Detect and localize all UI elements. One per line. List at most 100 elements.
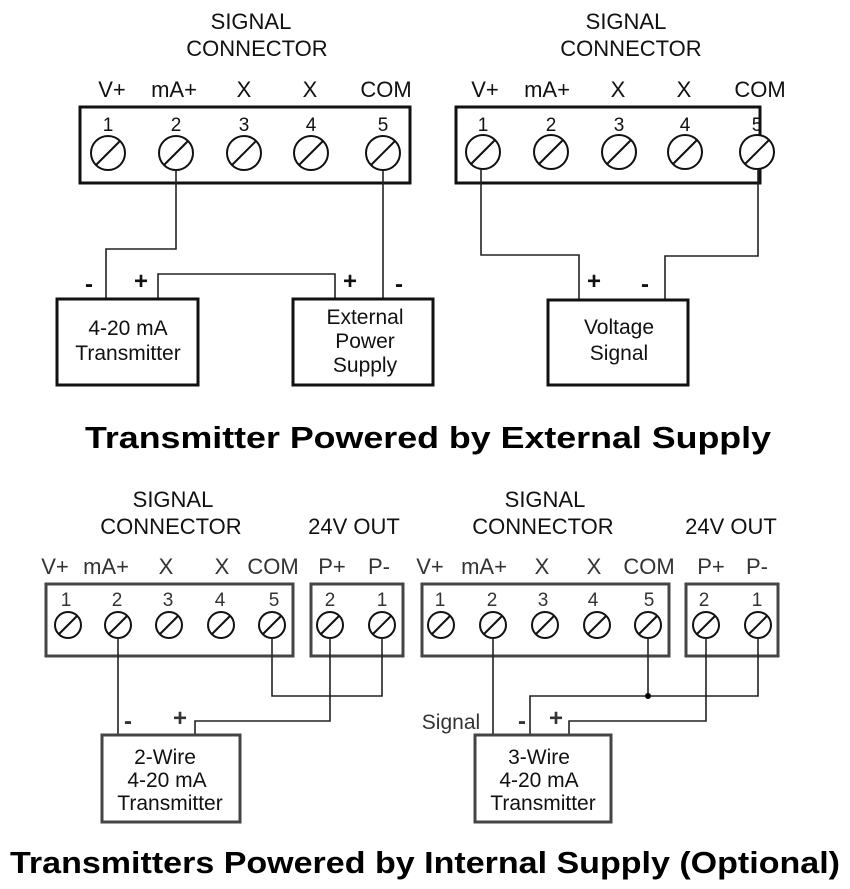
out-header: 24V OUT [308, 514, 400, 539]
terminal-screw-icon[interactable] [692, 611, 720, 639]
polarity-minus: - [641, 271, 649, 298]
transmitter-label-line3: Transmitter [490, 792, 595, 815]
connector-header-line1: SIGNAL [586, 9, 667, 34]
terminal-number: 1 [435, 590, 446, 611]
terminal-screw-icon[interactable] [601, 134, 637, 170]
terminal-label-x2: X [215, 554, 230, 579]
external-supply-box [291, 297, 435, 387]
terminal-screw-icon[interactable] [316, 611, 344, 639]
terminal-screw-icon[interactable] [155, 611, 183, 639]
3wire-transmitter-box [473, 733, 613, 824]
polarity-minus: - [85, 271, 93, 298]
terminal-screw-icon[interactable] [365, 135, 401, 171]
terminal-screw-icon[interactable] [158, 135, 194, 171]
diagram-external-mA: SIGNAL CONNECTOR V+ mA+ X X COM 1 2 3 4 … [55, 9, 435, 387]
terminal-label-x2: X [587, 554, 602, 579]
wire-pplus-to-transmitter-plus [568, 638, 707, 735]
terminal-screw-icon[interactable] [226, 135, 262, 171]
terminal-number: 2 [112, 590, 123, 611]
terminal-label-com: COM [360, 77, 411, 102]
supply-label-line1: External [326, 306, 403, 329]
terminal-number: 4 [215, 590, 226, 611]
terminal-number: 3 [239, 115, 250, 136]
terminal-number: 4 [680, 115, 691, 136]
transmitter-label-line1: 2-Wire [134, 746, 196, 769]
terminal-screw-icon[interactable] [667, 134, 703, 170]
terminal-number: 5 [644, 590, 655, 611]
terminal-label-pminus: P- [746, 554, 768, 579]
transmitter-label-line2: Transmitter [75, 342, 180, 365]
voltage-signal-label-line2: Signal [590, 342, 648, 365]
terminal-screw-icon[interactable] [207, 611, 235, 639]
terminal-number: 3 [614, 115, 625, 136]
connector-header-line2: CONNECTOR [472, 514, 613, 539]
terminal-screw-icon[interactable] [90, 135, 126, 171]
terminal-label-pminus: P- [368, 554, 390, 579]
polarity-plus: + [343, 268, 357, 295]
terminal-number: 1 [61, 590, 72, 611]
terminal-number: 1 [478, 115, 489, 136]
terminal-screw-icon[interactable] [531, 611, 559, 639]
terminal-screw-icon[interactable] [368, 611, 396, 639]
polarity-minus: - [124, 708, 132, 735]
transmitter-label-line2: 4-20 mA [127, 769, 206, 792]
terminal-label-x1: X [535, 554, 550, 579]
polarity-minus: - [395, 271, 403, 298]
terminal-number: 1 [377, 590, 388, 611]
wire-vplus-to-signal-plus [480, 169, 580, 299]
terminal-screw-icon[interactable] [427, 611, 455, 639]
terminal-screw-icon[interactable] [744, 611, 772, 639]
polarity-minus: - [518, 708, 526, 735]
terminal-label-maplus: mA+ [151, 77, 197, 102]
signal-label: Signal [422, 711, 480, 734]
section-title-external: Transmitter Powered by External Supply [85, 420, 772, 455]
terminal-label-x1: X [611, 77, 626, 102]
terminal-number: 2 [699, 590, 710, 611]
terminal-label-pplus: P+ [318, 554, 346, 579]
terminal-label-x2: X [303, 77, 318, 102]
wire-pminus-to-transmitter-minus [529, 638, 759, 735]
section-title-internal: Transmitters Powered by Internal Supply … [10, 845, 840, 880]
terminal-number: 4 [306, 115, 317, 136]
polarity-plus: + [549, 705, 563, 732]
connector-header-line2: CONNECTOR [560, 36, 701, 61]
terminal-label-com: COM [247, 554, 298, 579]
connector-header-line1: SIGNAL [505, 487, 586, 512]
terminal-label-com: COM [623, 554, 674, 579]
supply-label-line3: Supply [333, 354, 398, 377]
terminal-screw-icon[interactable] [258, 611, 286, 639]
terminal-number: 3 [538, 590, 549, 611]
diagram-2wire: SIGNAL CONNECTOR 24V OUT V+ mA+ X X COM … [41, 487, 405, 824]
terminal-label-x2: X [677, 77, 692, 102]
terminal-screw-icon[interactable] [104, 611, 132, 639]
terminal-label-x1: X [237, 77, 252, 102]
terminal-screw-icon[interactable] [293, 135, 329, 171]
terminal-number: 4 [588, 590, 599, 611]
terminal-number: 5 [378, 115, 389, 136]
terminal-label-maplus: mA+ [524, 77, 570, 102]
transmitter-label-line1: 4-20 mA [88, 317, 167, 340]
terminal-screw-icon[interactable] [533, 134, 569, 170]
diagram-voltage-signal: SIGNAL CONNECTOR V+ mA+ X X COM 1 2 3 4 … [454, 9, 786, 387]
terminal-label-vplus: V+ [471, 77, 499, 102]
out-header: 24V OUT [685, 514, 777, 539]
terminal-screw-icon[interactable] [479, 611, 507, 639]
terminal-number: 2 [171, 115, 182, 136]
terminal-label-pplus: P+ [697, 554, 725, 579]
terminal-screw-icon[interactable] [583, 611, 611, 639]
wire-com-to-pminus [271, 638, 383, 697]
polarity-plus: + [134, 268, 148, 295]
terminal-number: 3 [163, 590, 174, 611]
terminal-label-maplus: mA+ [461, 554, 507, 579]
terminal-number: 5 [752, 115, 763, 136]
diagram-3wire: SIGNAL CONNECTOR 24V OUT V+ mA+ X X COM … [416, 487, 780, 824]
wire-mA-to-transmitter-minus [105, 170, 177, 299]
connector-header-line2: CONNECTOR [186, 36, 327, 61]
terminal-screw-icon[interactable] [465, 134, 501, 170]
wire-pplus-to-transmitter-plus [194, 638, 331, 735]
terminal-screw-icon[interactable] [739, 134, 775, 170]
terminal-screw-icon[interactable] [54, 611, 82, 639]
terminal-label-maplus: mA+ [83, 554, 129, 579]
terminal-screw-icon[interactable] [634, 611, 662, 639]
